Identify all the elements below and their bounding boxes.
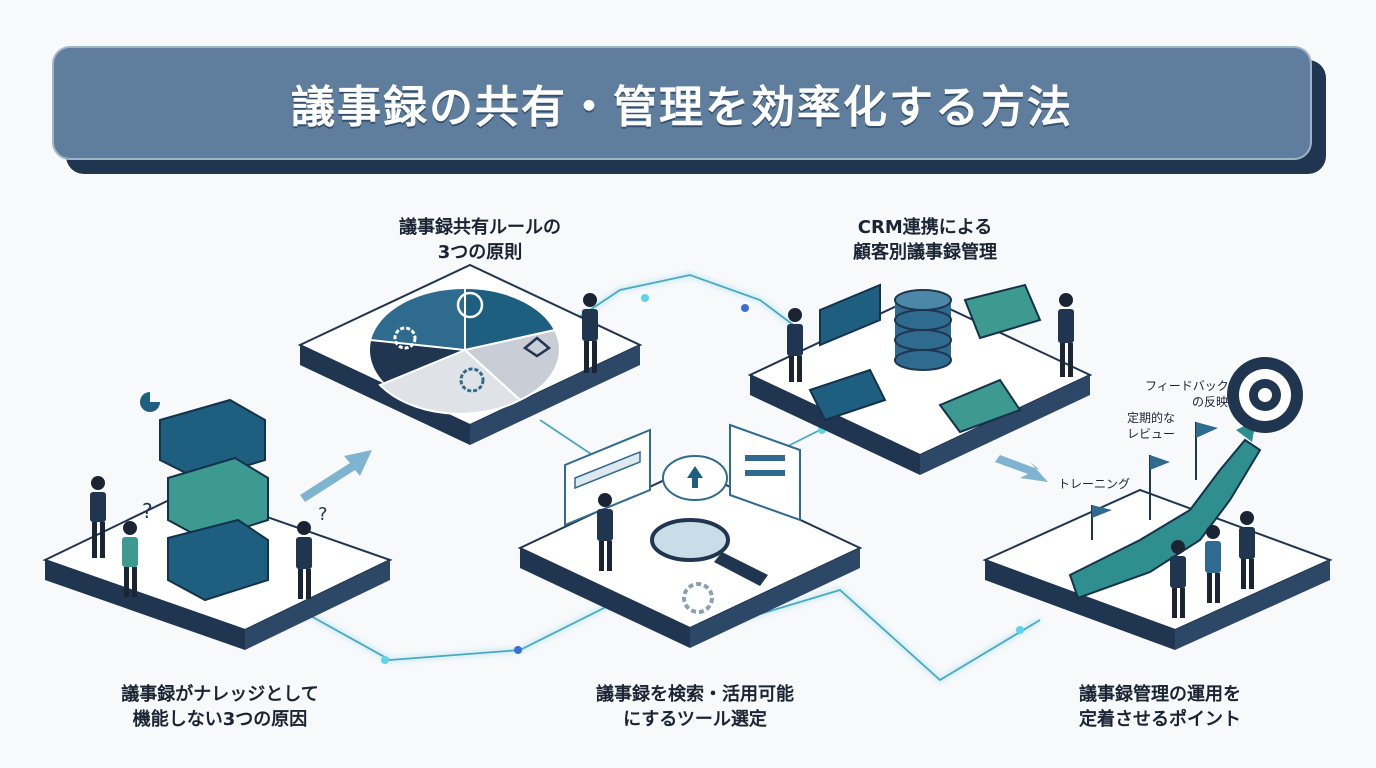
person-celebrating xyxy=(1170,540,1186,618)
person-searching xyxy=(597,493,613,571)
annotation-feedback-text: フィードバック xyxy=(1145,379,1229,393)
path-node xyxy=(641,294,649,302)
step-label-line1: 議事録共有ルールの xyxy=(399,217,561,238)
step-label-line1: 議事録がナレッジとして xyxy=(121,684,319,705)
step-label-tools: 議事録を検索・活用可能 にするツール選定 xyxy=(570,682,820,732)
handshake-icon xyxy=(522,336,552,358)
annotation-review-line1: 定期的な xyxy=(1127,411,1176,425)
annotation-review-line2: レビュー xyxy=(1127,427,1176,441)
annotation-feedback-suffix: の反映 xyxy=(1192,394,1228,410)
person-crm-right xyxy=(1058,293,1074,377)
annotation-feedback-suffix-text: の反映 xyxy=(1192,395,1229,409)
puzzle-piece-gear xyxy=(368,286,466,352)
customer-card xyxy=(963,283,1042,340)
platform-causes: ? ? xyxy=(42,392,393,650)
person-celebrating xyxy=(1205,525,1221,603)
search-window xyxy=(564,428,651,527)
step-label-principles: 議事録共有ルールの 3つの原則 xyxy=(370,215,590,265)
gear-icon xyxy=(459,367,485,393)
magnifier-icon xyxy=(650,518,730,562)
envelope-icon xyxy=(938,378,1022,434)
person-confused-left xyxy=(90,476,106,558)
annotation-training-text: トレーニング xyxy=(1058,477,1131,491)
arrow-down-icon xyxy=(995,455,1048,482)
step-label-causes: 議事録がナレッジとして 機能しない3つの原因 xyxy=(95,682,345,732)
step-label-crm: CRM連携による 顧客別議事録管理 xyxy=(815,215,1035,265)
path-node xyxy=(381,656,389,664)
customer-card xyxy=(808,368,887,422)
page-title: 議事録の共有・管理を効率化する方法 xyxy=(291,82,1073,133)
step-label-line1: 議事録管理の運用を xyxy=(1079,684,1241,705)
step-label-line2: にするツール選定 xyxy=(623,709,767,730)
path-node xyxy=(514,646,522,654)
database-icon xyxy=(894,289,952,371)
step-label-line2: 定着させるポイント xyxy=(1079,709,1241,730)
gear-icon xyxy=(393,326,417,350)
document-window-right xyxy=(729,423,801,522)
flag-icon xyxy=(1091,505,1112,540)
title-banner: 議事録の共有・管理を効率化する方法 xyxy=(52,46,1326,174)
arrow-forward-icon xyxy=(300,450,372,502)
person-crm-left xyxy=(787,308,803,382)
flag-icon xyxy=(1195,422,1218,480)
annotation-training: トレーニング xyxy=(1058,476,1130,492)
step-label-line2: 顧客別議事録管理 xyxy=(853,242,997,263)
stopwatch-icon xyxy=(456,291,484,319)
question-mark-icon: ? xyxy=(142,499,153,523)
puzzle-piece-gear-light xyxy=(378,348,522,415)
puzzle-piece-handshake xyxy=(462,328,561,402)
person-confused-right xyxy=(296,521,312,599)
annotation-feedback: フィードバック xyxy=(1145,378,1229,394)
person-celebrating xyxy=(1239,511,1255,589)
question-mark-icon: ? xyxy=(318,504,328,525)
pie-chart-icon xyxy=(140,392,160,412)
target-icon xyxy=(1227,357,1303,433)
path-node xyxy=(1016,626,1024,634)
step-label-line1: 議事録を検索・活用可能 xyxy=(596,684,794,705)
step-label-operation: 議事録管理の運用を 定着させるポイント xyxy=(1045,682,1275,732)
step-label-line1: CRM連携による xyxy=(857,217,993,238)
puzzle-block-middle xyxy=(167,456,269,542)
path-node xyxy=(741,304,749,312)
puzzle-block-bottom xyxy=(167,518,269,602)
person-pushing xyxy=(582,293,598,373)
annotation-review: 定期的な レビュー xyxy=(1127,410,1175,442)
flag-icon xyxy=(1149,455,1170,520)
platform-operation xyxy=(982,357,1333,650)
platform-tools xyxy=(517,423,863,648)
gear-icon xyxy=(682,582,714,614)
title-banner-face: 議事録の共有・管理を効率化する方法 xyxy=(52,46,1312,160)
platform-principles xyxy=(297,263,643,445)
step-label-line2: 機能しない3つの原因 xyxy=(132,709,308,730)
step-label-line2: 3つの原則 xyxy=(437,242,523,263)
platform-crm xyxy=(747,283,1093,482)
person-confused-middle xyxy=(122,521,138,597)
customer-card xyxy=(819,283,881,347)
